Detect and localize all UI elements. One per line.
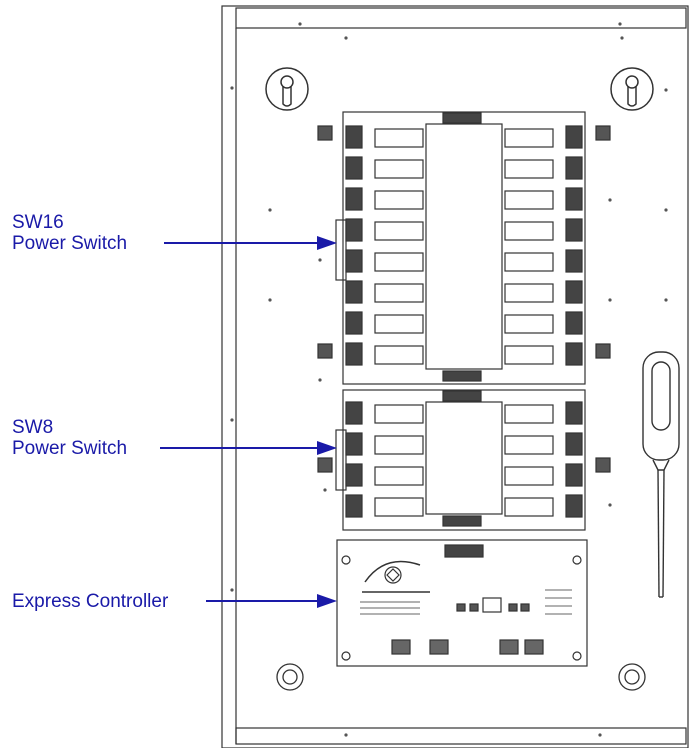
keyhole-icon — [265, 67, 309, 111]
screw-dot — [318, 258, 322, 262]
controller-callout: Express Controller — [12, 591, 168, 612]
screw-dot — [664, 208, 668, 212]
mounting-hole-icon — [276, 663, 304, 691]
screw-dot — [298, 22, 302, 26]
relay-outline — [504, 159, 554, 179]
screw-dot — [230, 418, 234, 422]
screw-dot — [598, 733, 602, 737]
sw8-arrow-head — [317, 441, 337, 455]
screw-dot — [664, 88, 668, 92]
terminal-block — [345, 311, 363, 335]
screw-dot — [344, 733, 348, 737]
relay-outline — [504, 190, 554, 210]
screw-dots — [230, 22, 668, 737]
screw-dot — [618, 22, 622, 26]
terminal-block — [345, 280, 363, 304]
terminal-block — [565, 280, 583, 304]
relay-outline — [504, 314, 554, 334]
terminal-block — [565, 401, 583, 425]
arrows — [160, 236, 337, 608]
screw-dot — [608, 298, 612, 302]
enclosure — [221, 5, 689, 748]
relay-outline — [374, 221, 424, 241]
screwdriver-icon — [642, 351, 680, 598]
sw8-label-line2: Power Switch — [12, 438, 128, 459]
terminal-block — [565, 218, 583, 242]
relay-outline — [504, 345, 554, 365]
sw8-power-switch-panel — [317, 389, 611, 531]
relay-outline — [374, 252, 424, 272]
mounting-hole-icon — [618, 663, 646, 691]
terminal-block — [345, 249, 363, 273]
terminal-block — [345, 401, 363, 425]
controller-arrow-head — [317, 594, 337, 608]
terminal-block — [565, 463, 583, 487]
relay-outline — [504, 404, 554, 424]
screw-dot — [344, 36, 348, 40]
terminal-block — [345, 218, 363, 242]
terminal-block — [565, 432, 583, 456]
terminal-block — [345, 187, 363, 211]
terminal-block — [345, 463, 363, 487]
terminal-block — [345, 432, 363, 456]
screw-dot — [318, 378, 322, 382]
terminal-block — [345, 156, 363, 180]
screw-dot — [268, 298, 272, 302]
relay-outline — [374, 159, 424, 179]
relay-outline — [374, 128, 424, 148]
screw-dot — [268, 208, 272, 212]
screw-dot — [620, 36, 624, 40]
sw16-label-line1: SW16 — [12, 212, 64, 233]
sw16-callout: SW16 Power Switch — [12, 212, 127, 254]
screw-dot — [230, 588, 234, 592]
terminal-block — [565, 342, 583, 366]
terminal-block — [565, 125, 583, 149]
relay-outline — [504, 497, 554, 517]
relay-outline — [374, 404, 424, 424]
screw-dot — [230, 86, 234, 90]
sw8-callout: SW8 Power Switch — [12, 417, 127, 459]
logo-icon — [384, 566, 402, 584]
terminal-block — [345, 342, 363, 366]
relay-outline — [374, 435, 424, 455]
screw-dot — [323, 488, 327, 492]
sw16-power-switch-panel — [317, 111, 611, 385]
relay-outline — [374, 314, 424, 334]
relay-outline — [504, 252, 554, 272]
terminal-block — [565, 156, 583, 180]
sw8-label-line1: SW8 — [12, 417, 54, 438]
keyhole-icon — [610, 67, 654, 111]
terminal-block — [345, 494, 363, 518]
relay-outline — [374, 283, 424, 303]
relay-outline — [374, 497, 424, 517]
screw-dot — [664, 298, 668, 302]
terminal-block — [345, 125, 363, 149]
relay-outline — [504, 128, 554, 148]
terminal-block — [565, 311, 583, 335]
screw-dot — [608, 198, 612, 202]
relay-outline — [374, 345, 424, 365]
sw16-arrow-head — [317, 236, 337, 250]
express-controller-panel — [336, 539, 588, 667]
terminal-block — [565, 494, 583, 518]
controller-label: Express Controller — [12, 591, 169, 612]
screw-dot — [608, 503, 612, 507]
relay-outline — [374, 466, 424, 486]
relay-outline — [504, 435, 554, 455]
sw16-label-line2: Power Switch — [12, 233, 128, 254]
terminal-block — [565, 187, 583, 211]
relay-outline — [504, 466, 554, 486]
terminal-block — [565, 249, 583, 273]
relay-outline — [504, 221, 554, 241]
relay-outline — [374, 190, 424, 210]
relay-outline — [504, 283, 554, 303]
